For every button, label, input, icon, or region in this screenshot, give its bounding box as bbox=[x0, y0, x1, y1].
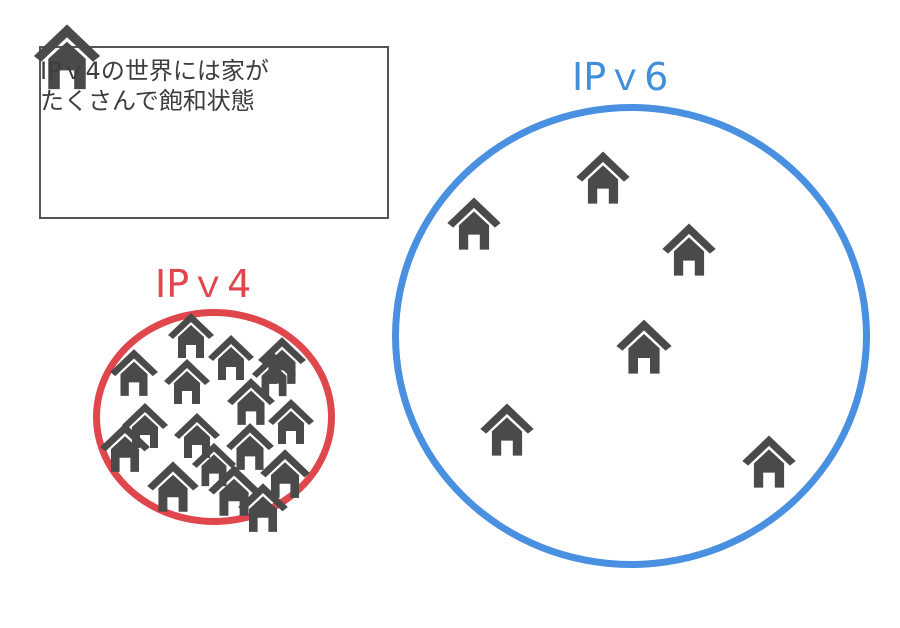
house-icon bbox=[660, 220, 718, 278]
house-icon bbox=[478, 400, 536, 458]
caption-text: IPｖ4の世界には家が たくさんで飽和状態 bbox=[40, 56, 269, 116]
house-icon bbox=[614, 316, 674, 376]
ipv6-label: IPｖ6 bbox=[572, 55, 669, 99]
house-icon bbox=[190, 440, 238, 488]
house-icon bbox=[574, 148, 632, 206]
house-icon bbox=[250, 350, 298, 398]
house-icon bbox=[236, 480, 290, 534]
house-icon bbox=[162, 356, 212, 406]
house-icon bbox=[740, 432, 798, 490]
ipv4-label: IPｖ4 bbox=[155, 262, 252, 306]
house-icon bbox=[108, 346, 160, 398]
ipv6-circle bbox=[392, 104, 870, 568]
caption-line-1: IPｖ4の世界には家が bbox=[40, 57, 269, 85]
ipv4-circle bbox=[93, 309, 335, 525]
caption-line-2: たくさんで飽和状態 bbox=[40, 87, 255, 115]
house-icon bbox=[445, 194, 503, 252]
caption-box bbox=[39, 46, 389, 219]
house-icon bbox=[120, 400, 170, 450]
